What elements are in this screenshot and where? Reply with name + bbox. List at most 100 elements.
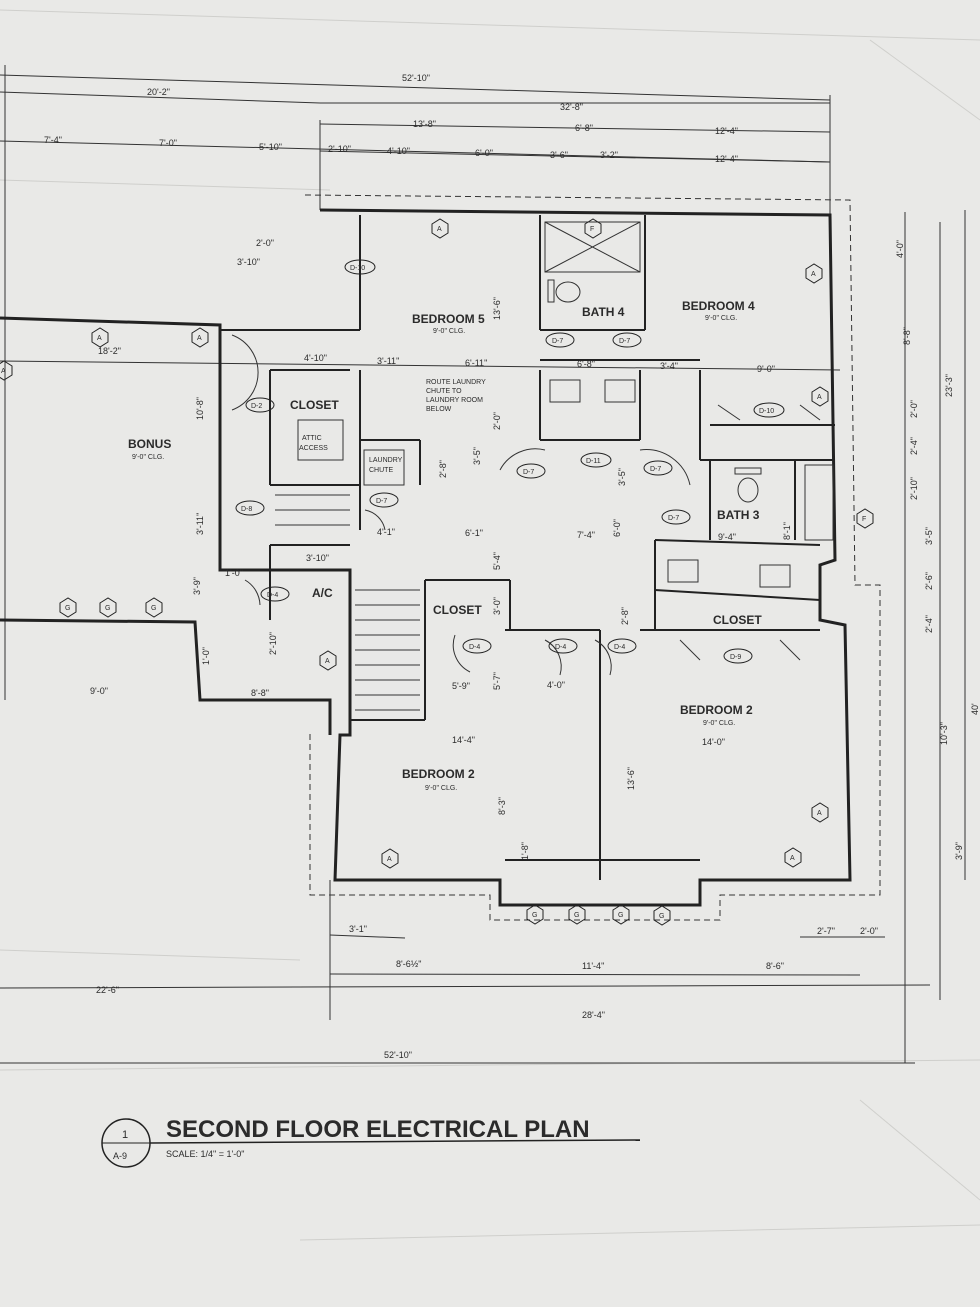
- note-attic-line1: ATTIC: [302, 435, 322, 442]
- dim-label: 3'-6": [550, 150, 568, 160]
- dim-label: 10'-3": [939, 722, 949, 745]
- dim-label: 2'-0": [492, 412, 502, 430]
- dim-label: 2'-0": [256, 238, 274, 248]
- fixture-symbols: F F: [584, 218, 874, 529]
- dim-label: 9'-0": [90, 686, 108, 696]
- dim-label: 40': [970, 703, 980, 715]
- receptacle-symbols: A A A A A A A A A A: [0, 218, 829, 869]
- dim-label: 3'-11": [377, 356, 399, 366]
- dim-label: 8'-1": [782, 522, 792, 540]
- door-tag-label: D-4: [614, 644, 625, 651]
- interior-dimensions: 2'-0" 3'-10" 18'-2" 4'-10" 3'-11" 6'-11"…: [90, 238, 792, 860]
- receptacle-a-icon: A: [191, 327, 209, 348]
- dim-label: 8'-8": [902, 327, 912, 345]
- door-tag-label: D-10: [759, 408, 774, 415]
- room-label-bath3: BATH 3: [717, 508, 760, 522]
- title-block: 1 A-9 SECOND FLOOR ELECTRICAL PLAN SCALE…: [101, 1116, 641, 1168]
- dim-label: 14'-0": [702, 737, 725, 747]
- room-clg-bedroom4: 9'-0" CLG.: [705, 315, 737, 322]
- gfci-label: G: [574, 912, 579, 919]
- room-clg-bedroom2-left: 9'-0" CLG.: [425, 785, 457, 792]
- dim-label: 13'-6": [492, 297, 502, 320]
- fixture-label: F: [590, 226, 594, 233]
- receptacle-a-icon: A: [319, 650, 337, 671]
- room-labels: BEDROOM 5 9'-0" CLG. BATH 4 BEDROOM 4 9'…: [128, 299, 762, 792]
- receptacle-label: A: [97, 335, 102, 342]
- door-tag: D-8: [235, 500, 265, 516]
- door-tag-label: D-7: [376, 498, 387, 505]
- gfci-g-icon: G: [59, 597, 77, 618]
- note-route-line2: CHUTE TO: [426, 388, 462, 395]
- gfci-label: G: [618, 912, 623, 919]
- room-label-closet-right: CLOSET: [713, 613, 762, 627]
- dim-label: 3'-0": [492, 597, 502, 615]
- door-tag-label: D-4: [267, 592, 278, 599]
- door-tag: D-10: [344, 259, 376, 275]
- door-tag: D-7: [643, 460, 673, 476]
- dim-label: 3'-11": [195, 513, 205, 535]
- gfci-label: G: [532, 912, 537, 919]
- dim-label: 7'-0": [159, 138, 177, 148]
- dim-label: 2'-4": [924, 615, 934, 633]
- door-tag-label: D-7: [523, 469, 534, 476]
- dim-label: 52'-10": [402, 73, 430, 83]
- dim-label: 3'-10": [306, 553, 329, 563]
- gfci-g-icon: G: [99, 597, 117, 618]
- gfci-g-icon: G: [653, 905, 671, 926]
- gfci-label: G: [151, 605, 156, 612]
- door-tag-label: D-4: [469, 644, 480, 651]
- background-ghost-lines: [0, 9, 980, 1241]
- dim-label: 22'-6": [96, 985, 119, 995]
- receptacle-label: A: [437, 226, 442, 233]
- dim-label: 4'-0": [547, 680, 565, 690]
- gfci-symbols: G G G G G G G: [59, 597, 671, 926]
- note-route-line3: LAUNDRY ROOM: [426, 397, 483, 404]
- interior-walls: [220, 215, 835, 880]
- receptacle-label: A: [790, 855, 795, 862]
- dim-label: 8'-6": [766, 961, 784, 971]
- room-label-bedroom5: BEDROOM 5: [412, 312, 485, 326]
- dim-label: 3'-5": [617, 468, 627, 486]
- dim-label: 2'-10": [328, 144, 351, 154]
- detail-number: 1: [122, 1129, 128, 1141]
- gfci-label: G: [105, 605, 110, 612]
- door-tag: D-4: [260, 586, 290, 602]
- receptacle-a-icon: A: [0, 360, 13, 381]
- room-label-ac: A/C: [312, 586, 333, 600]
- dim-label: 1'-0": [225, 568, 243, 578]
- dim-label: 23'-3": [944, 374, 954, 397]
- dim-label: 28'-4": [582, 1010, 605, 1020]
- dimension-lines: [0, 65, 966, 1064]
- sheet-reference: A-9: [113, 1151, 127, 1161]
- dim-label: 3'-10": [237, 257, 260, 267]
- dim-label: 5'-4": [492, 552, 502, 570]
- dim-label: 3'-9": [954, 842, 964, 860]
- receptacle-a-icon: A: [805, 263, 823, 284]
- room-label-closet-mid: CLOSET: [433, 603, 482, 617]
- dim-label: 7'-4": [44, 135, 62, 145]
- room-clg-bonus: 9'-0" CLG.: [132, 454, 164, 461]
- note-chute-line2: CHUTE: [369, 467, 393, 474]
- door-tag: D-11: [580, 452, 612, 468]
- door-tags: D-10 D-2 D-8 D-7 D-7 D-7 D-11 D-7 D-7 D-…: [235, 259, 785, 664]
- door-tag: D-7: [545, 332, 575, 348]
- door-tag: D-7: [516, 463, 546, 479]
- door-tag: D-4: [462, 638, 492, 654]
- stairs: [275, 494, 420, 711]
- room-label-bedroom2-right: BEDROOM 2: [680, 703, 753, 717]
- receptacle-label: A: [817, 810, 822, 817]
- door-tag-label: D-8: [241, 506, 252, 513]
- dim-label: 32'-8": [560, 102, 583, 112]
- dim-label: 2'-0": [860, 926, 878, 936]
- door-tag-label: D-9: [730, 654, 741, 661]
- fixture-f-icon: F: [856, 508, 874, 529]
- door-tag: D-10: [753, 402, 785, 418]
- top-dimensions: 52'-10" 20'-2" 32'-8" 13'-8" 6'-8" 12'-4…: [44, 73, 738, 164]
- dim-label: 18'-2": [98, 346, 121, 356]
- dim-label: 9'-4": [718, 532, 736, 542]
- dim-label: 52'-10": [384, 1050, 412, 1060]
- receptacle-label: A: [811, 271, 816, 278]
- dim-label: 7'-4": [577, 530, 595, 540]
- roof-overhang-dashed: [304, 194, 881, 921]
- door-tag-label: D-7: [552, 338, 563, 345]
